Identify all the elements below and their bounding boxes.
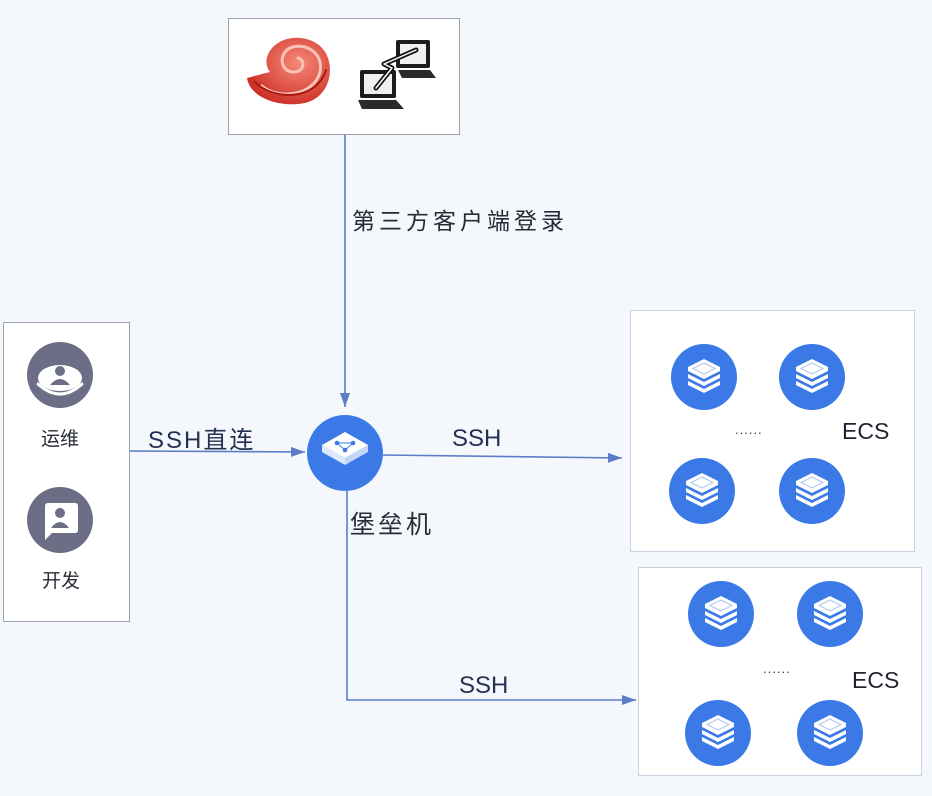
- server-layers-icon: [670, 343, 738, 411]
- server-layers-icon: [796, 580, 864, 648]
- user-badge-icon: [27, 342, 93, 408]
- ecs-top-label: ECS: [842, 418, 889, 444]
- ecs-group-bottom-frame: [638, 567, 922, 776]
- ecs-bottom-label: ECS: [852, 667, 899, 693]
- developer-board-icon: [27, 487, 93, 553]
- ecs-top-ellipsis: ......: [735, 422, 763, 437]
- edge-bastion-to-ecs-top: [382, 452, 623, 463]
- bastion-label: 堡垒机: [350, 511, 434, 539]
- client-login-label: 第三方客户端登录: [352, 208, 568, 234]
- cube-network-icon: [307, 415, 383, 491]
- ecs-group-top: ...... ECS: [630, 310, 915, 552]
- server-layers-icon: [668, 457, 736, 525]
- network-terminal-icon: [358, 40, 436, 109]
- server-layers-icon: [684, 699, 752, 767]
- ssh-top-label: SSH: [452, 425, 501, 452]
- client-tools-box: [228, 18, 460, 135]
- edge-users-to-bastion: [129, 446, 306, 457]
- server-layers-icon: [796, 699, 864, 767]
- ssh-bottom-label: SSH: [459, 672, 508, 699]
- ecs-group-bottom: ...... ECS: [638, 567, 922, 776]
- user-dev-label: 开发: [42, 570, 80, 592]
- server-layers-icon: [778, 343, 846, 411]
- ssh-direct-label: SSH直连: [148, 427, 255, 454]
- users-box: 运维 开发: [3, 322, 130, 622]
- server-layers-icon: [687, 580, 755, 648]
- ecs-bottom-ellipsis: ......: [763, 661, 791, 676]
- server-layers-icon: [778, 457, 846, 525]
- red-spiral-icon: [247, 37, 330, 105]
- edge-bastion-to-ecs-bottom: [346, 491, 636, 705]
- user-ops-label: 运维: [41, 428, 79, 450]
